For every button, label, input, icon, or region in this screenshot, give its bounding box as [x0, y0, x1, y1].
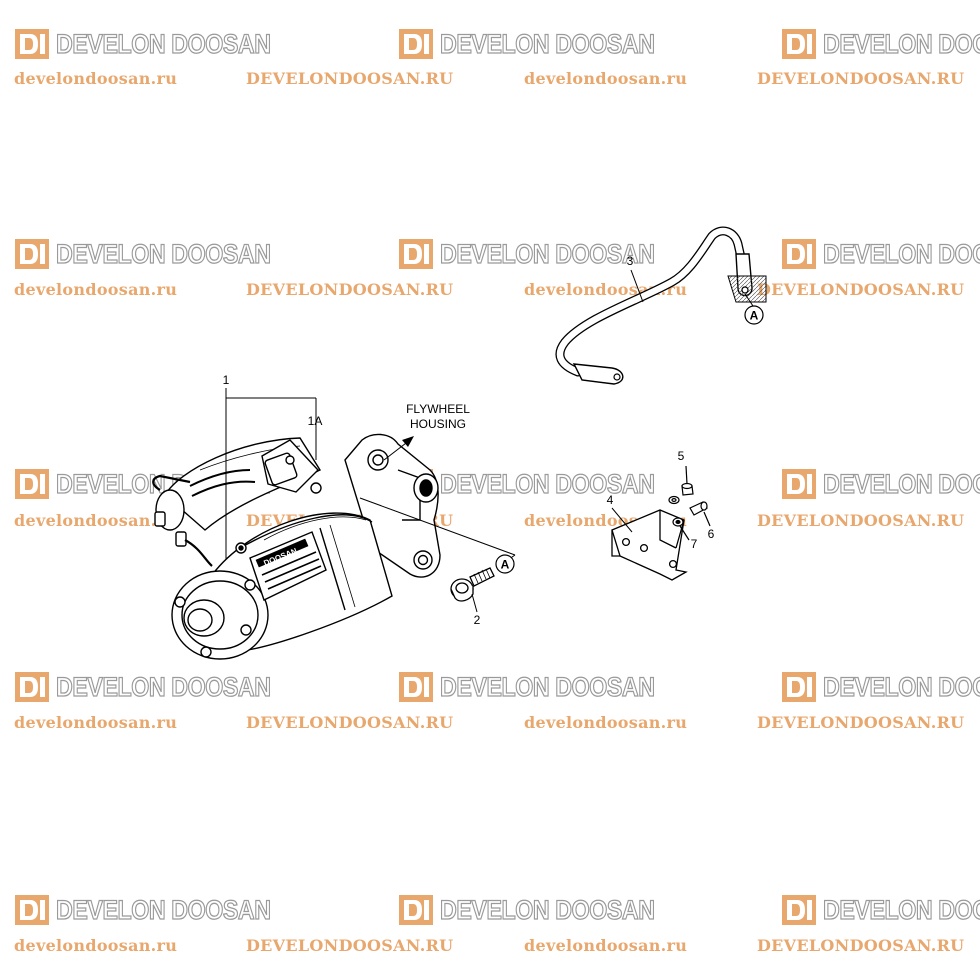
fastener-bolt-5 [681, 465, 694, 496]
watermark-site-text: develondoosan.ru [524, 936, 688, 955]
watermark-brand: DEVELON DOOSAN [14, 670, 306, 704]
watermark-site-text: DEVELONDOOSAN.RU [757, 713, 965, 732]
callout-5: 5 [678, 449, 685, 463]
develon-logo-icon [15, 672, 49, 702]
watermark-brand-text: DEVELON DOOSAN [822, 894, 980, 925]
watermark-site-text: develondoosan.ru [14, 280, 178, 299]
watermark-brand: DEVELON DOOSAN [398, 670, 690, 704]
flywheel-label-line2: HOUSING [410, 417, 466, 431]
callout-1: 1 [223, 373, 230, 387]
leader-lines-bracket [611, 507, 633, 533]
watermark-site-text: develondoosan.ru [14, 936, 178, 955]
watermark-brand-text: DEVELON DOOSAN [439, 238, 655, 269]
watermark-site-text: DEVELONDOOSAN.RU [757, 936, 965, 955]
develon-logo-icon [399, 672, 433, 702]
watermark-brand: DEVELON DOOSAN [398, 893, 690, 927]
watermark-site-text: DEVELONDOOSAN.RU [246, 69, 454, 88]
watermark-site-text: DEVELONDOOSAN.RU [246, 280, 454, 299]
develon-logo-icon [782, 239, 816, 269]
watermark-brand-text: DEVELON DOOSAN [55, 238, 271, 269]
watermark-site-text: DEVELONDOOSAN.RU [246, 936, 454, 955]
ref-a-callout-starter: A [359, 497, 516, 574]
watermark-brand-text: DEVELON DOOSAN [55, 28, 271, 59]
starter-motor: DOOSAN [152, 433, 441, 660]
develon-logo-icon [782, 29, 816, 59]
watermark-site-text: DEVELONDOOSAN.RU [757, 69, 965, 88]
ref-a-label-top: A [750, 309, 759, 323]
callout-1a: 1A [308, 414, 323, 428]
watermark-brand-text: DEVELON DOOSAN [439, 894, 655, 925]
watermark-brand: DEVELON DOOSAN [781, 670, 980, 704]
watermark-site-text: DEVELONDOOSAN.RU [757, 280, 965, 299]
watermark-brand-text: DEVELON DOOSAN [822, 28, 980, 59]
bracket [611, 509, 688, 581]
watermark-site-text: develondoosan.ru [14, 713, 178, 732]
develon-logo-icon [399, 29, 433, 59]
mounting-bolt [450, 567, 495, 613]
watermark-site-text: develondoosan.ru [524, 69, 688, 88]
watermark-brand: DEVELON DOOSAN [781, 237, 980, 271]
flywheel-housing-pointer: FLYWHEEL HOUSING [383, 402, 470, 461]
watermark-brand-text: DEVELON DOOSAN [822, 671, 980, 702]
watermark-brand-text: DEVELON DOOSAN [55, 894, 271, 925]
watermark-brand: DEVELON DOOSAN [14, 893, 306, 927]
watermark-site-text: DEVELONDOOSAN.RU [246, 713, 454, 732]
watermark-brand-text: DEVELON DOOSAN [55, 671, 271, 702]
develon-logo-icon [399, 239, 433, 269]
watermark-brand-text: DEVELON DOOSAN [822, 468, 980, 499]
watermark-brand: DEVELON DOOSAN [398, 27, 690, 61]
watermark-brand: DEVELON DOOSAN [398, 237, 690, 271]
watermark-brand: DEVELON DOOSAN [14, 27, 306, 61]
watermark-site-text: DEVELONDOOSAN.RU [757, 511, 965, 530]
watermark-site-text: develondoosan.ru [524, 713, 688, 732]
watermark-brand: DEVELON DOOSAN [781, 467, 980, 501]
watermark-brand: DEVELON DOOSAN [781, 893, 980, 927]
develon-logo-icon [399, 895, 433, 925]
develon-logo-icon [782, 672, 816, 702]
watermark-brand-text: DEVELON DOOSAN [439, 671, 655, 702]
develon-logo-icon [782, 895, 816, 925]
watermark-site-text: develondoosan.ru [14, 511, 178, 530]
watermark-brand: DEVELON DOOSAN [14, 237, 306, 271]
ref-a-callout-top: A [744, 293, 764, 325]
fastener-stud-6 [689, 501, 711, 527]
flywheel-label-line1: FLYWHEEL [406, 402, 470, 416]
watermark-site-text: develondoosan.ru [14, 69, 178, 88]
develon-logo-icon [782, 469, 816, 499]
battery-cable [555, 226, 767, 385]
ref-a-label-starter: A [501, 558, 510, 572]
fastener-nut-7 [672, 517, 690, 541]
fastener-washer [668, 495, 680, 505]
leader-lines-starter [225, 388, 317, 560]
develon-logo-icon [15, 469, 49, 499]
watermark-brand: DEVELON DOOSAN [781, 27, 980, 61]
develon-logo-icon [15, 239, 49, 269]
develon-logo-icon [15, 29, 49, 59]
watermark-brand-text: DEVELON DOOSAN [822, 238, 980, 269]
callout-2: 2 [474, 613, 481, 627]
callout-3: 3 [627, 254, 634, 268]
callout-7: 7 [691, 537, 698, 551]
watermark-brand-text: DEVELON DOOSAN [439, 468, 655, 499]
develon-logo-icon [15, 895, 49, 925]
callout-4: 4 [607, 493, 614, 507]
watermark-brand-text: DEVELON DOOSAN [439, 28, 655, 59]
callout-6: 6 [708, 527, 715, 541]
